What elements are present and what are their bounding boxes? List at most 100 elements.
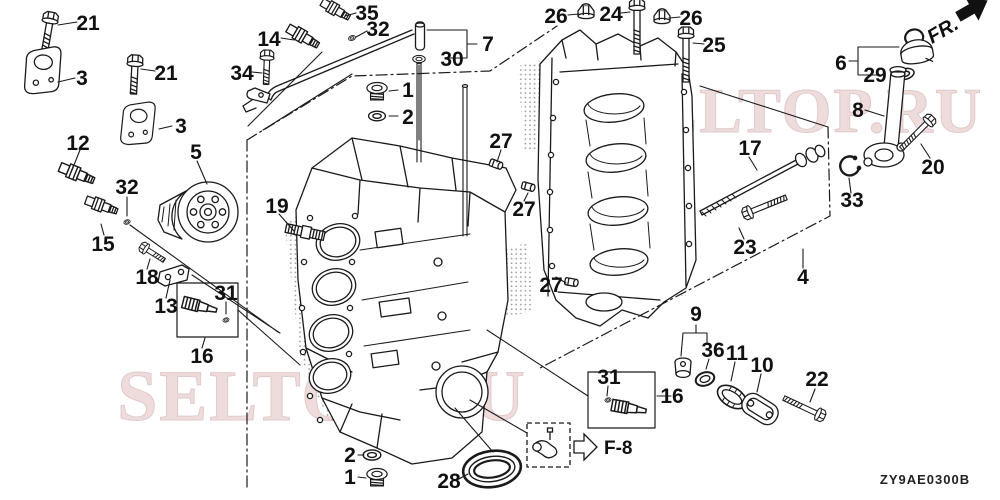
part-washer-31b (604, 396, 612, 404)
crankcase-drawing (537, 29, 697, 327)
part-bracket-3a (23, 44, 63, 97)
part-seal-36 (694, 371, 716, 387)
callout-14: 14 (257, 28, 281, 51)
callout-17: 17 (738, 137, 761, 160)
part-washer-2-bottom (362, 449, 382, 461)
fr-arrow-icon (955, 0, 988, 22)
part-pipe-stay-34 (242, 29, 415, 113)
callout-27: 27 (512, 198, 535, 221)
callout-labels: 21 3 21 3 12 32 15 5 19 14 34 35 32 7 30… (66, 2, 944, 493)
callout-26: 26 (544, 5, 567, 28)
part-bolt-21b (124, 53, 145, 96)
part-cap-6 (900, 28, 935, 65)
callout-27: 27 (489, 130, 512, 153)
cylinder-block-drawing (295, 59, 517, 465)
part-pin-27c (563, 276, 580, 288)
callout-11: 11 (726, 342, 749, 365)
f8-dashed-box (526, 422, 571, 468)
callout-1: 1 (402, 79, 414, 102)
callout-20: 20 (921, 156, 944, 179)
leader-lines (57, 11, 931, 481)
callout-29: 29 (863, 64, 886, 87)
part-pin-27b (520, 180, 537, 193)
part-stud-17 (699, 144, 826, 217)
callout-27: 27 (539, 274, 562, 297)
part-washer-31a (222, 316, 230, 324)
callout-32: 32 (115, 176, 138, 199)
group-box-16b (587, 371, 656, 429)
part-bolt-1-top (366, 81, 388, 101)
callout-1: 1 (344, 466, 356, 489)
diagram-code: ZY9AE0300B (880, 472, 970, 487)
part-oil-seal-28 (461, 449, 523, 489)
callout-21: 21 (154, 62, 178, 85)
f8-label: F-8 (604, 438, 633, 459)
callout-24: 24 (599, 3, 623, 26)
part-nut-26b (653, 8, 671, 25)
part-gasket-11 (716, 384, 748, 410)
callout-32: 32 (366, 18, 389, 41)
part-clip-33 (839, 155, 862, 177)
callout-2: 2 (344, 444, 356, 467)
callout-7: 7 (482, 33, 494, 56)
callout-5: 5 (190, 141, 202, 164)
callout-19: 19 (265, 195, 288, 218)
callout-2: 2 (402, 106, 414, 129)
callout-13: 13 (154, 295, 177, 318)
part-bolt-18 (136, 240, 168, 266)
callout-36: 36 (701, 339, 724, 362)
part-sensor-15 (83, 193, 120, 218)
part-nipple-19 (284, 223, 326, 242)
callout-8: 8 (852, 99, 864, 122)
part-bracket-3b (119, 98, 157, 148)
callout-33: 33 (840, 189, 863, 212)
callout-16: 16 (660, 385, 683, 408)
part-bolt-21a (36, 10, 61, 53)
callout-15: 15 (91, 233, 115, 256)
callout-23: 23 (733, 236, 756, 259)
callout-34: 34 (230, 62, 254, 85)
callout-31: 31 (214, 282, 238, 305)
part-nut-26a (577, 3, 595, 20)
part-bolt-1-bottom (366, 467, 388, 487)
part-dowel-7 (414, 21, 426, 51)
part-bolt-22 (780, 391, 828, 424)
part-washer-32a (122, 218, 132, 226)
callout-16: 16 (190, 345, 213, 368)
part-stay-13 (157, 264, 190, 287)
callout-18: 18 (135, 266, 159, 289)
callout-3: 3 (175, 115, 187, 138)
callout-35: 35 (355, 2, 379, 25)
callout-31: 31 (597, 366, 621, 389)
part-washer-2-top (367, 110, 387, 122)
callout-30: 30 (440, 48, 463, 71)
callout-4: 4 (797, 266, 809, 289)
part-bolt-34 (258, 49, 275, 86)
callout-25: 25 (702, 34, 726, 57)
part-washer-30 (412, 54, 426, 64)
part-washer-32b (347, 34, 357, 42)
callout-26: 26 (679, 7, 702, 30)
part-grommet-9 (674, 357, 692, 379)
f8-fitting-part (532, 427, 558, 459)
fr-direction-indicator: FR. (924, 0, 988, 48)
part-oil-filter-5 (157, 181, 239, 243)
callout-9: 9 (690, 303, 702, 326)
part-joint-10 (741, 392, 779, 426)
f8-arrow-icon (573, 432, 598, 462)
part-sensor-12 (56, 159, 97, 188)
callout-3: 3 (76, 67, 88, 90)
callout-6: 6 (835, 52, 847, 75)
callout-21: 21 (76, 12, 100, 35)
part-sensor-35 (318, 0, 353, 24)
callout-28: 28 (437, 470, 461, 493)
callout-12: 12 (66, 132, 89, 155)
boundary-dash-lines (246, 25, 831, 491)
callout-22: 22 (805, 368, 828, 391)
callout-10: 10 (750, 354, 773, 377)
part-sensor-16b (610, 398, 648, 418)
part-sensor-14 (284, 21, 322, 52)
part-oil-pipe-8 (863, 65, 907, 168)
